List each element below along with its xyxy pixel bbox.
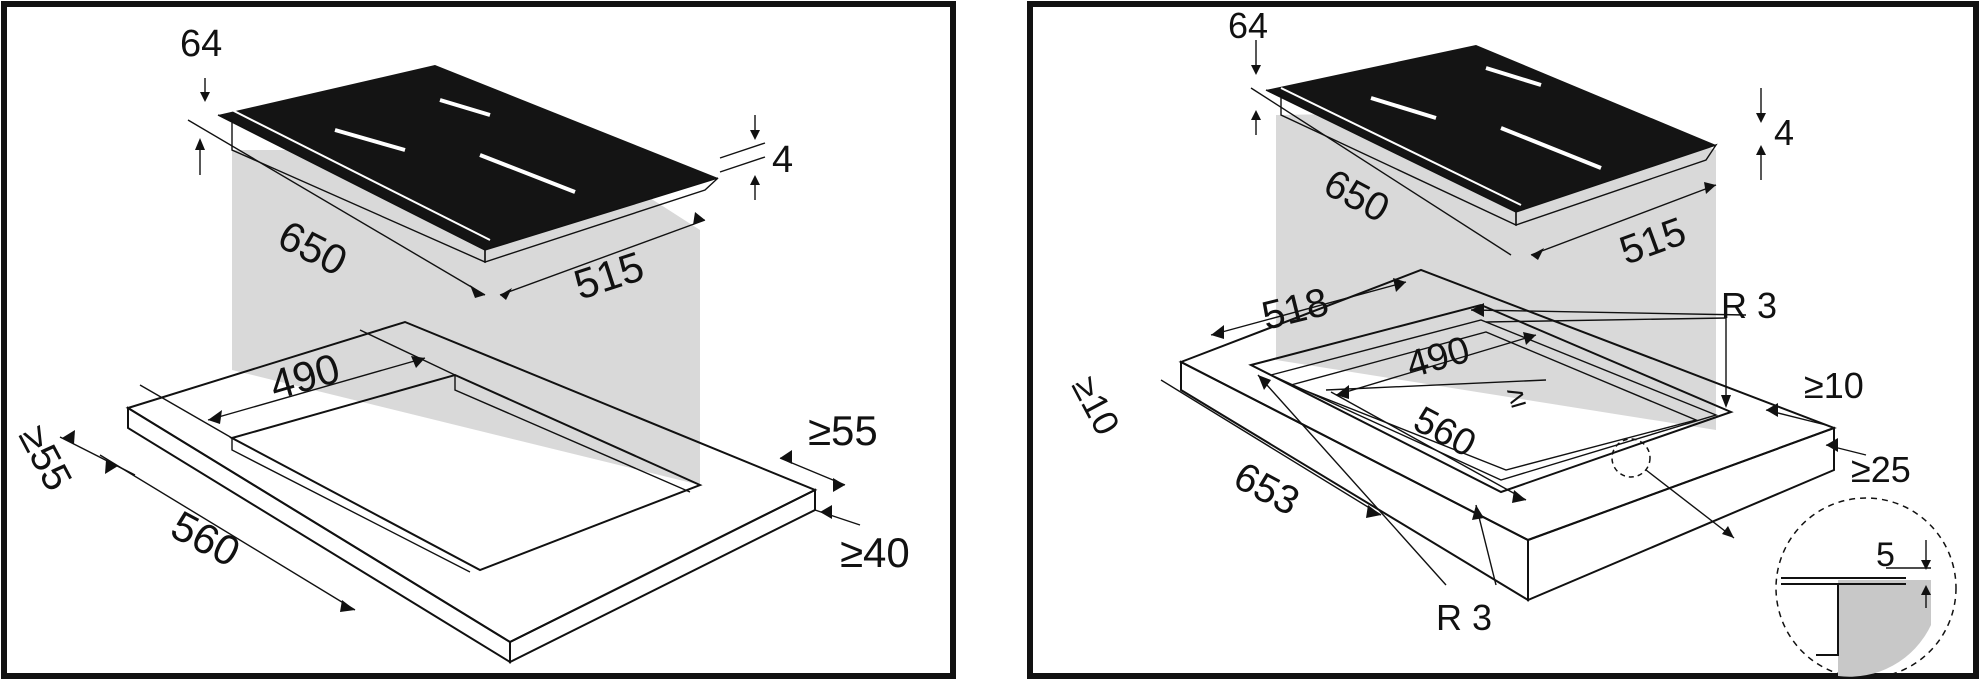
label-radius-bottom: R 3 <box>1436 597 1492 638</box>
label-hob-thickness: 4 <box>772 139 793 181</box>
diagram-surface-mount: 64 4 650 515 490 560 ≥55 ≥55 ≥40 <box>0 0 957 680</box>
diagram-flush-mount: 64 4 650 515 518 R 3 490 ≥ 560 653 ≥10 ≥… <box>1026 0 1980 680</box>
flush-mount-drawing: 64 4 650 515 518 R 3 490 ≥ 560 653 ≥10 ≥… <box>1027 1 1979 679</box>
cutout-opening <box>229 373 703 572</box>
label-edge-right-low: ≥25 <box>1851 449 1911 490</box>
hob-marking-2 <box>1485 66 1542 87</box>
hob-marking-1 <box>334 128 406 152</box>
rebate <box>1248 303 1734 494</box>
surface-mount-drawing: 64 4 650 515 490 560 ≥55 ≥55 ≥40 <box>1 1 956 679</box>
hob-side-edge <box>484 177 719 263</box>
dimension-lines <box>1160 40 1867 586</box>
countertop-side <box>1527 426 1835 602</box>
label-edge-side: ≥55 <box>808 407 878 454</box>
label-hob-depth: 64 <box>180 23 222 65</box>
hob-marking-3 <box>479 153 576 194</box>
drop-shadow <box>232 150 700 485</box>
hob-side-edge <box>1515 143 1718 226</box>
label-edge-right: ≥10 <box>1804 365 1864 406</box>
cutout-inner-edge <box>231 438 471 573</box>
hob-marking-1 <box>1370 96 1437 120</box>
detail-marker <box>1611 438 1651 478</box>
cutout-opening <box>1288 331 1699 471</box>
edge-detail <box>1775 497 1957 679</box>
label-edge-back: ≥40 <box>840 529 910 576</box>
hob-bevel-line <box>231 109 491 241</box>
rebate-step <box>1268 319 1719 481</box>
hob-bevel-line <box>1280 87 1522 206</box>
label-hob-thickness: 4 <box>1774 112 1794 153</box>
dimension-lines <box>59 78 861 612</box>
hob-glass <box>1266 45 1716 212</box>
hob-marking-2 <box>439 98 491 117</box>
hob-front-edge <box>217 114 486 264</box>
hob-front-edge <box>1265 89 1517 227</box>
label-radius-top: R 3 <box>1721 285 1777 326</box>
label-detail-depth: 5 <box>1876 536 1895 574</box>
cutout-inner-back <box>454 375 691 493</box>
label-hob-depth: 64 <box>1228 5 1268 46</box>
hob-glass <box>218 65 718 250</box>
drop-shadow <box>1276 110 1716 430</box>
hob-marking-3 <box>1500 126 1602 170</box>
